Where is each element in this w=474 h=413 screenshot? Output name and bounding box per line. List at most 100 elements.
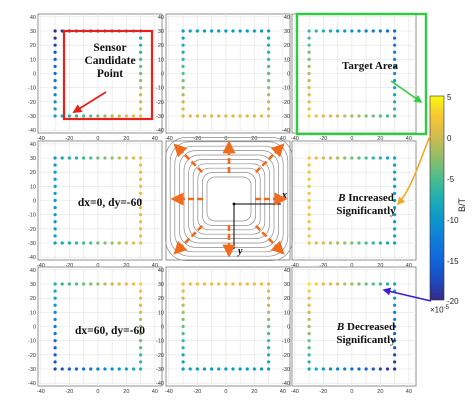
sensor-point bbox=[96, 114, 100, 118]
x-tick-label: 40 bbox=[406, 136, 412, 142]
sensor-point bbox=[307, 353, 311, 357]
sensor-point bbox=[393, 78, 397, 83]
sensor-point bbox=[314, 156, 318, 160]
sensor-point bbox=[307, 50, 311, 54]
x-tick-label: 40 bbox=[152, 136, 158, 142]
sensor-point bbox=[53, 339, 57, 343]
sensor-point bbox=[378, 367, 382, 371]
sensor-point bbox=[181, 57, 185, 61]
sensor-point bbox=[181, 64, 185, 69]
sensor-point bbox=[343, 282, 347, 286]
sensor-point bbox=[336, 241, 340, 245]
sensor-point bbox=[267, 114, 271, 118]
sensor-point bbox=[307, 220, 311, 224]
y-tick-label: 30 bbox=[284, 282, 290, 288]
x-tick-label: 0 bbox=[350, 389, 353, 395]
sensor-point bbox=[259, 114, 264, 118]
sensor-point bbox=[53, 353, 57, 357]
y-tick-label: 30 bbox=[30, 282, 36, 288]
sensor-point bbox=[238, 114, 242, 118]
sensor-point bbox=[267, 50, 271, 54]
annotation-target-area: Target Area bbox=[330, 60, 410, 73]
sensor-point bbox=[117, 282, 121, 286]
sensor-point bbox=[307, 367, 311, 371]
sensor-point bbox=[53, 241, 57, 245]
sensor-point bbox=[67, 156, 71, 160]
sensor-point bbox=[267, 303, 271, 307]
sensor-point bbox=[53, 100, 57, 104]
origin-dot bbox=[232, 202, 236, 206]
sensor-point bbox=[307, 303, 311, 307]
sensor-point bbox=[131, 156, 136, 160]
y-tick-label: -40 bbox=[28, 381, 36, 387]
sensor-point bbox=[53, 64, 57, 69]
y-tick-label: 40 bbox=[30, 142, 36, 148]
sensor-point bbox=[139, 100, 143, 104]
sensor-point bbox=[393, 57, 397, 61]
y-tick-label: 0 bbox=[33, 72, 36, 78]
x-tick-label: -40 bbox=[37, 263, 45, 269]
sensor-point bbox=[393, 241, 397, 245]
sensor-point bbox=[67, 367, 71, 371]
sensor-point bbox=[139, 170, 143, 174]
sensor-point bbox=[110, 114, 114, 118]
sensor-point bbox=[139, 86, 143, 90]
y-tick-label: -30 bbox=[282, 114, 290, 120]
sensor-point bbox=[371, 29, 375, 33]
sensor-point bbox=[96, 367, 100, 371]
y-tick-label: -10 bbox=[28, 86, 36, 92]
coil-axis-y-label: y bbox=[237, 246, 243, 257]
x-tick-label: 40 bbox=[152, 389, 158, 395]
sensor-point bbox=[307, 213, 311, 217]
sensor-point bbox=[60, 282, 64, 286]
sensor-point bbox=[267, 86, 271, 90]
increase-arrow bbox=[396, 135, 431, 206]
x-tick-label: -20 bbox=[65, 263, 73, 269]
y-tick-label: -40 bbox=[156, 381, 164, 387]
y-tick-label: -20 bbox=[28, 227, 36, 233]
y-tick-label: -20 bbox=[282, 100, 290, 106]
annotation-b-decreased: B Decreased Significantly bbox=[318, 321, 414, 346]
sensor-point bbox=[181, 296, 185, 300]
annotation-offset-middle-left: dx=0, dy=-60 bbox=[62, 197, 158, 210]
sensor-point bbox=[96, 282, 100, 286]
colorbar-tick: 0 bbox=[447, 134, 452, 143]
sensor-point bbox=[210, 114, 214, 118]
sensor-point bbox=[139, 177, 143, 181]
sensor-point bbox=[350, 367, 354, 371]
sensor-point bbox=[139, 191, 143, 196]
x-tick-label: 0 bbox=[224, 389, 227, 395]
y-tick-label: -10 bbox=[282, 339, 290, 345]
y-tick-label: 10 bbox=[158, 310, 164, 316]
sensor-point bbox=[231, 282, 235, 286]
sensor-point bbox=[267, 310, 271, 314]
sensor-point bbox=[307, 78, 311, 83]
sensor-point bbox=[210, 282, 214, 286]
sensor-point bbox=[53, 184, 57, 188]
sensor-point bbox=[217, 282, 221, 286]
y-tick-label: -40 bbox=[156, 128, 164, 134]
sensor-candidate-box bbox=[62, 29, 154, 121]
sensor-point bbox=[53, 324, 57, 329]
sensor-point bbox=[117, 114, 121, 118]
sensor-point bbox=[385, 282, 390, 286]
sensor-point bbox=[328, 367, 333, 371]
sensor-point bbox=[267, 324, 271, 329]
x-tick-label: 40 bbox=[280, 389, 286, 395]
sensor-point bbox=[378, 241, 382, 245]
sensor-point bbox=[181, 303, 185, 307]
sensor-point bbox=[307, 205, 311, 210]
x-tick-label: 20 bbox=[377, 136, 383, 142]
sensor-point bbox=[307, 296, 311, 300]
sensor-point bbox=[124, 282, 128, 286]
sensor-point bbox=[74, 282, 79, 286]
sensor-point bbox=[89, 156, 93, 160]
y-tick-label: -30 bbox=[28, 241, 36, 247]
sensor-point bbox=[139, 71, 143, 76]
sensor-point bbox=[307, 324, 311, 329]
sensor-point bbox=[378, 156, 382, 160]
sensor-point bbox=[307, 107, 311, 111]
sensor-point bbox=[53, 303, 57, 307]
sensor-point bbox=[53, 346, 57, 350]
